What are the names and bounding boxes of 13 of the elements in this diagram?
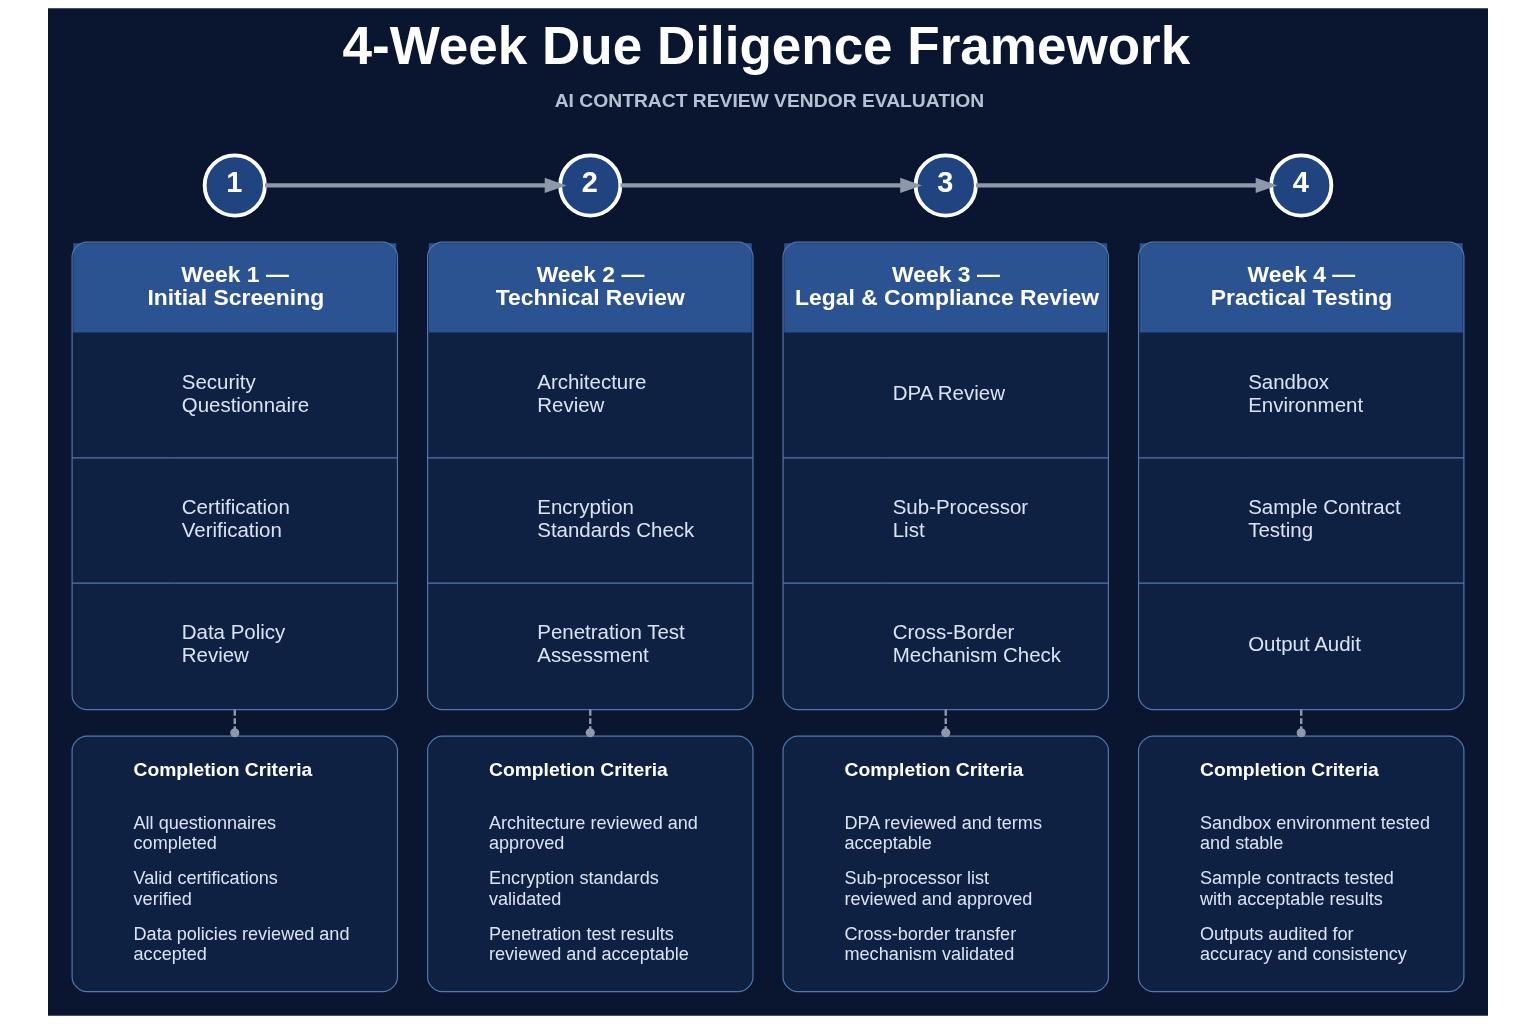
node-circle: 3 [913, 153, 978, 218]
arrow [620, 177, 922, 194]
diagram-title: 4-Week Due Diligence Framework [342, 15, 1191, 75]
connector [1296, 709, 1306, 738]
caption: AI CONTRACT REVIEW VENDOR EVALUATION [554, 89, 985, 111]
node-circle: 2 [558, 153, 623, 218]
arrow [265, 177, 567, 194]
connector [230, 709, 240, 738]
connector [585, 709, 595, 738]
connector [941, 709, 951, 738]
node-circle: 4 [1269, 153, 1334, 218]
node-circle: 1 [202, 153, 267, 218]
arrow [975, 177, 1278, 194]
